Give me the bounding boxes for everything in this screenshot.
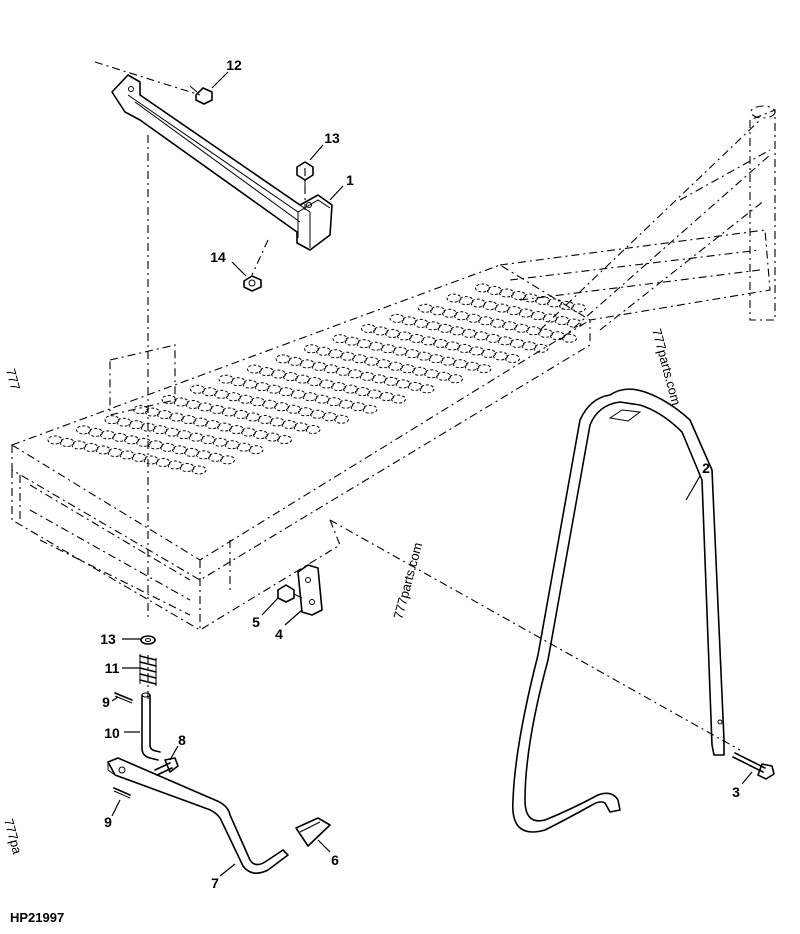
- perforation-hole: [562, 333, 577, 343]
- bolt-3: [732, 752, 775, 780]
- pin-10: [141, 692, 161, 761]
- support-bracket: [111, 74, 333, 251]
- pad-6: [295, 817, 331, 847]
- callout-1: 1: [346, 172, 354, 188]
- callout-9-lower: 9: [104, 814, 112, 830]
- callout-14: 14: [210, 249, 226, 265]
- callout-8: 8: [178, 732, 186, 748]
- perforation-hole: [571, 303, 586, 313]
- watermark-edge-lower: 777pa: [1, 817, 25, 857]
- perforation-hole: [220, 455, 235, 465]
- callout-13-lower: 13: [324, 130, 340, 146]
- washer-12: [140, 635, 156, 645]
- plate-4: [297, 564, 323, 616]
- callout-7: 7: [211, 875, 219, 891]
- watermark-edge-upper: 777: [3, 367, 23, 392]
- cotter-pin-9-lower: [113, 787, 131, 799]
- callout-3: 3: [732, 784, 740, 800]
- platform: [10, 105, 776, 631]
- perforation-hole: [305, 425, 321, 434]
- leader-lines: [111, 71, 753, 877]
- perforation-hole: [362, 404, 378, 414]
- watermark-right: 777parts.com: [649, 327, 684, 407]
- latch-lever-7: [107, 757, 289, 874]
- callout-labels: 12 13 1 14 2 3 4 5 6 7 8 9 9 10 11 13: [100, 57, 740, 891]
- bolt-5: [277, 584, 303, 603]
- perforation-hole: [476, 364, 492, 374]
- perforation-hole: [533, 343, 549, 353]
- callout-10: 10: [104, 725, 120, 741]
- callout-9-upper: 9: [102, 694, 110, 710]
- callout-4: 4: [275, 626, 283, 642]
- figure-id: HP21997: [10, 910, 64, 925]
- hand-rail: [512, 388, 725, 833]
- perforation-hole: [566, 318, 582, 328]
- bolt-8: [154, 757, 179, 776]
- callout-6: 6: [331, 852, 339, 868]
- callout-12: 13: [100, 631, 116, 647]
- bolt-13-upper: [189, 85, 213, 105]
- perforation-hole: [334, 414, 349, 424]
- perforation-hole: [419, 384, 435, 394]
- platform-perforations: [47, 283, 586, 475]
- nut-14: [243, 275, 262, 292]
- centerlines: [94, 61, 741, 751]
- bolt-13-lower: [296, 161, 314, 190]
- perforation-hole: [391, 394, 406, 404]
- callout-2: 2: [702, 460, 710, 476]
- perforation-hole: [248, 445, 264, 455]
- perforation-hole: [277, 435, 292, 445]
- callout-13-upper: 12: [226, 57, 242, 73]
- perforation-hole: [191, 465, 207, 475]
- callout-5: 5: [252, 614, 260, 630]
- perforation-hole: [505, 354, 520, 363]
- perforation-hole: [448, 374, 463, 384]
- callout-11: 11: [105, 660, 120, 676]
- watermark-center: 777parts.com: [390, 541, 425, 621]
- spring-11: [139, 654, 157, 686]
